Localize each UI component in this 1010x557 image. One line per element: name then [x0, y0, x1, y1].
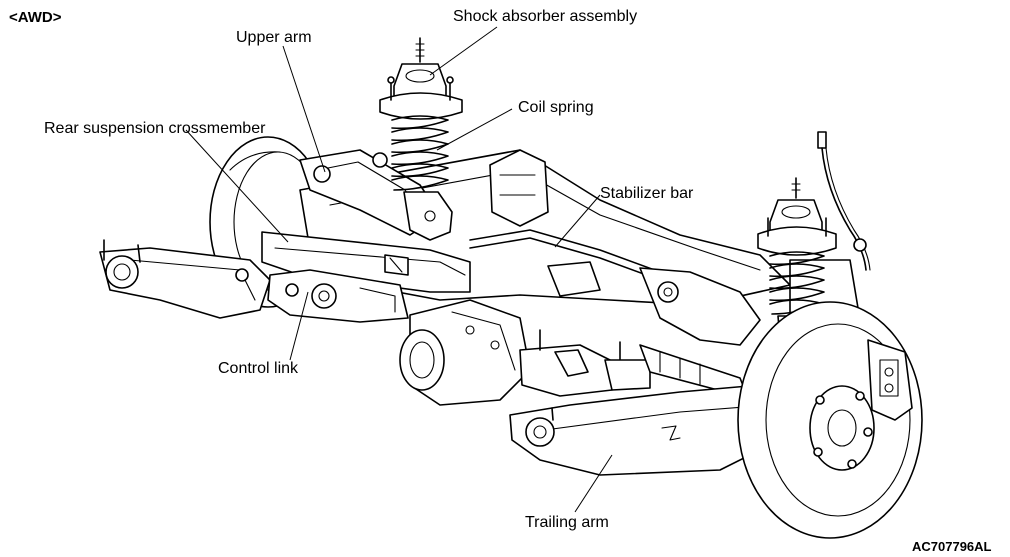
center-mount — [519, 329, 651, 397]
label-stabilizer-bar: Stabilizer bar — [600, 185, 694, 202]
label-control-link: Control link — [218, 360, 299, 377]
label-upper-arm: Upper arm — [236, 29, 312, 46]
label-coil-spring: Coil spring — [518, 99, 594, 116]
reference-code: AC707796AL — [912, 539, 992, 554]
crossmember-front-beam — [261, 231, 471, 293]
left-lower-arm — [99, 239, 271, 319]
leader-lines — [185, 26, 613, 513]
right-shock-absorber — [757, 177, 837, 256]
upper-arm-shape — [299, 149, 441, 236]
brake-caliper — [867, 339, 913, 421]
label-rear-suspension-crossmember: Rear suspension crossmember — [44, 120, 266, 137]
variant-tag: <AWD> — [9, 9, 62, 26]
differential — [399, 299, 531, 406]
left-shock-absorber — [379, 37, 463, 120]
abs-sensor-cable — [817, 131, 871, 271]
label-shock-absorber-assembly: Shock absorber assembly — [453, 8, 638, 25]
label-trailing-arm: Trailing arm — [525, 514, 609, 531]
